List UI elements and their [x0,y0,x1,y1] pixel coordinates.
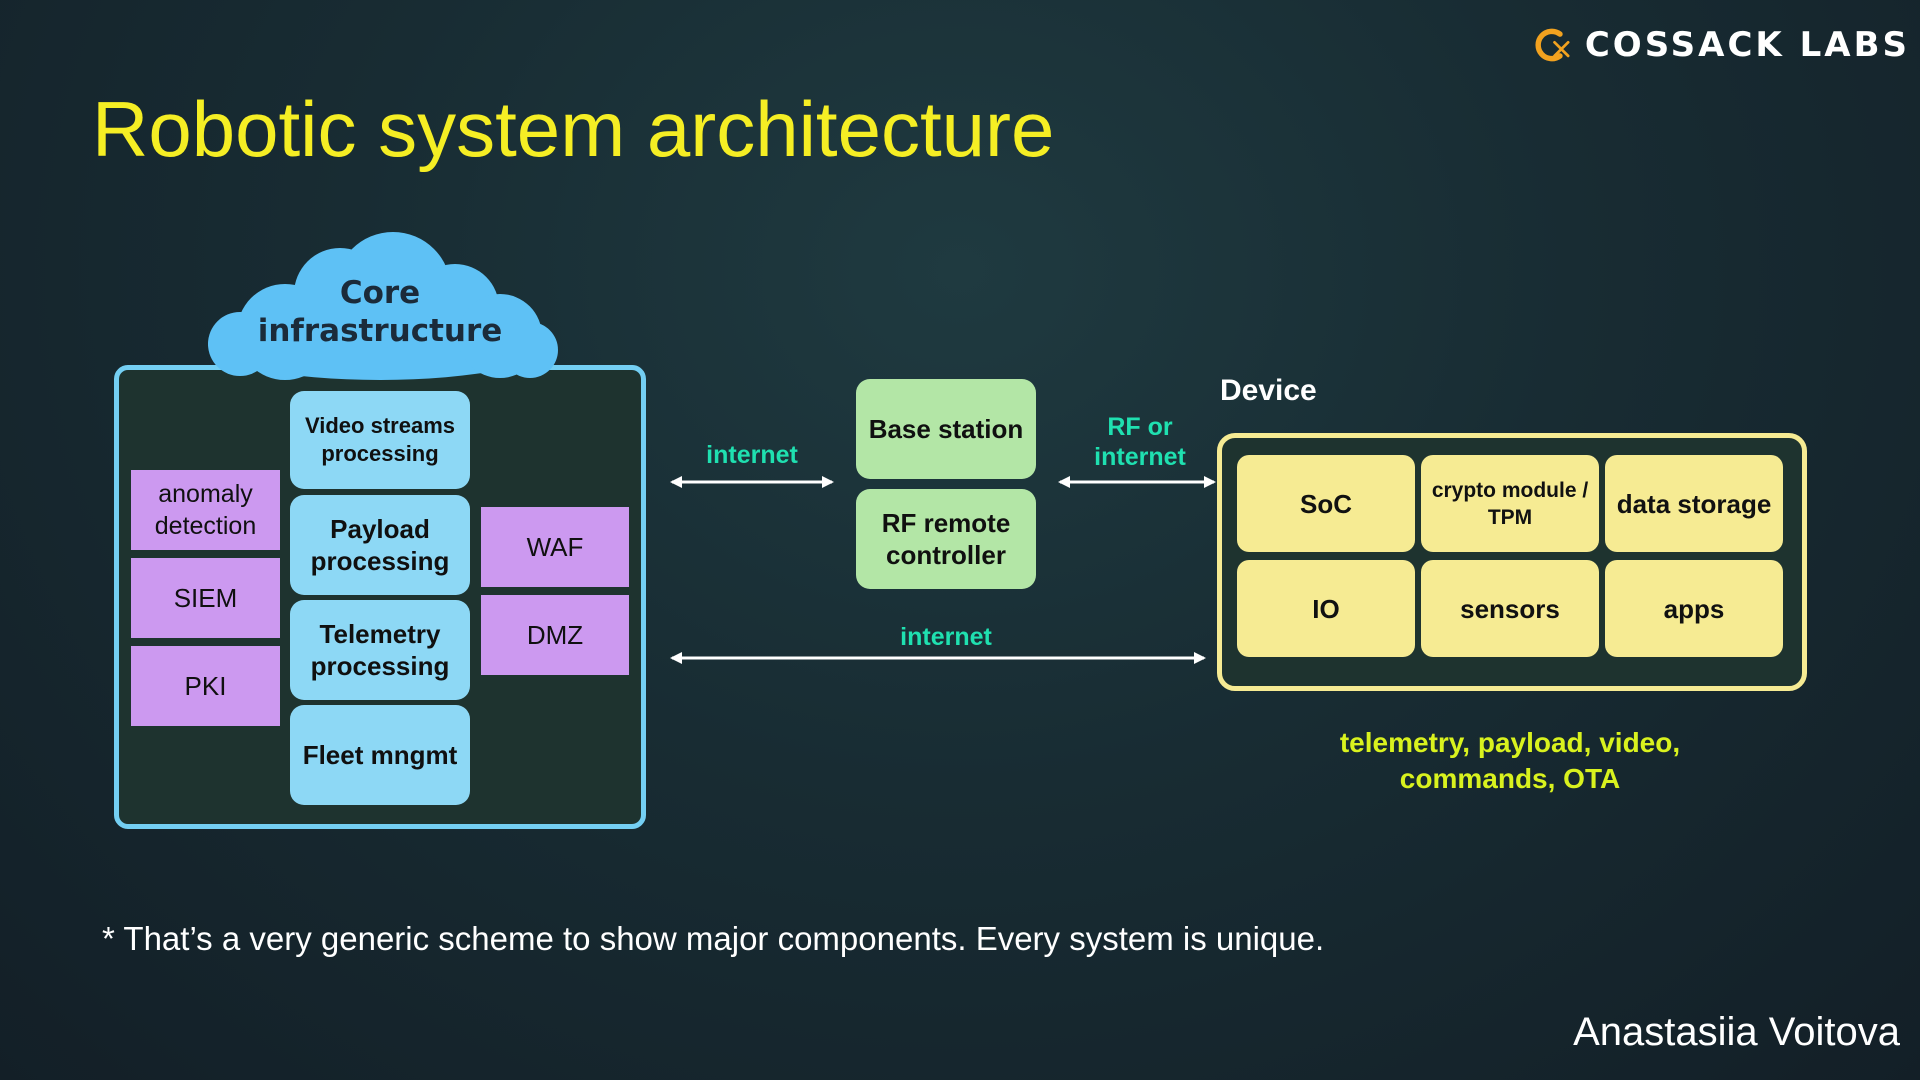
waf-box: WAF [481,507,629,587]
cloud-icon [208,232,558,380]
io-box: IO [1237,560,1415,657]
connection-label-internet-bottom: internet [900,623,992,651]
fleet-mngmt-box: Fleet mngmt [290,705,470,805]
brand-name: COSSACK LABS [1584,25,1910,65]
author-name: Anastasiia Voitova [1573,1010,1900,1054]
base-station-box: Base station [856,379,1036,479]
siem-box: SIEM [131,558,280,638]
rf-remote-controller-box: RF remote controller [856,489,1036,589]
connection-label-rf-or-internet: RF or internet [1094,413,1186,471]
connection-label-internet-top: internet [706,441,798,469]
brand-logo: COSSACK LABS [1530,14,1910,76]
apps-box: apps [1605,560,1783,657]
sensors-box: sensors [1421,560,1599,657]
core-infrastructure-label: Core infrastructure [257,275,503,349]
device-data-caption: telemetry, payload, video, commands, OTA [1339,727,1681,794]
soc-box: SoC [1237,455,1415,552]
slide-title: Robotic system architecture [92,85,1055,173]
payload-processing-box: Payload processing [290,495,470,595]
cossack-labs-logo-icon [1535,28,1570,62]
video-streams-processing-box: Video streams processing [290,391,470,489]
crypto-module-tpm-box: crypto module / TPM [1421,455,1599,552]
pki-box: PKI [131,646,280,726]
telemetry-processing-box: Telemetry processing [290,600,470,700]
data-storage-box: data storage [1605,455,1783,552]
footnote: * That’s a very generic scheme to show m… [102,920,1325,957]
dmz-box: DMZ [481,595,629,675]
device-heading: Device [1220,374,1317,407]
anomaly-detection-box: anomaly detection [131,470,280,550]
